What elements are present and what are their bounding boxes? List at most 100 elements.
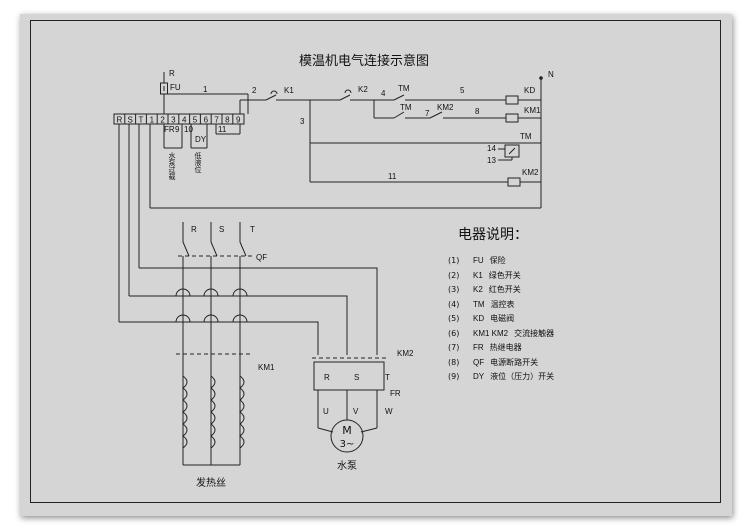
label-km1-coil: KM1	[524, 106, 541, 115]
legend-item-code: DY	[473, 372, 485, 381]
terminal-label: 3	[171, 116, 176, 125]
legend-item: (8) QF 电源断路开关	[448, 356, 554, 371]
legend-item-number: (6)	[448, 328, 460, 338]
legend-item-code: FR	[473, 343, 484, 352]
terminal-label: T	[139, 116, 144, 125]
note-pump-overload: 水泵过载	[168, 151, 176, 181]
legend-item-code: K2	[473, 285, 483, 294]
legend-item: (6) KM1 KM2 交流接触器	[448, 327, 554, 342]
legend-item: (4) TM 温控表	[448, 298, 554, 313]
legend-item-desc: 电源断路开关	[490, 357, 539, 367]
legend-item-number: (5)	[448, 314, 460, 323]
legend-item-desc: 交流接触器	[514, 328, 555, 338]
contact-km2	[429, 111, 443, 119]
terminal-label: 6	[204, 116, 209, 125]
heater-coil-3	[239, 375, 245, 449]
legend-item: (2) K1 绿色开关	[448, 269, 554, 284]
legend-item-number: (1)	[448, 256, 460, 265]
wire-2: 2	[252, 86, 257, 95]
legend-item-desc: 温控表	[490, 299, 515, 309]
pump-motor	[330, 419, 364, 453]
label-fu: FU	[170, 83, 181, 92]
label-tm: TM	[398, 84, 410, 93]
label-fr: FR	[390, 389, 401, 398]
label-motor-phase: 3~	[340, 439, 355, 450]
contact-tm-2	[393, 111, 405, 119]
power-circuit: R S T QF KM1 发热丝 KM2 R S T FR	[118, 124, 414, 489]
label-v: V	[353, 407, 359, 416]
legend-item: (9) DY 液位（压力）开关	[448, 370, 554, 385]
terminal-label: 1	[150, 116, 155, 125]
legend-item-number: (8)	[448, 357, 460, 367]
label-km2-contact: KM2	[437, 103, 454, 112]
wire-4: 4	[381, 89, 386, 98]
switch-k2	[339, 89, 352, 101]
legend-item-desc: 绿色开关	[488, 270, 521, 280]
overload-fr	[313, 361, 385, 391]
wire-3: 3	[300, 117, 305, 126]
label-power-t: T	[250, 225, 255, 234]
contact-tm	[393, 94, 405, 101]
legend-item-desc: 保险	[489, 256, 506, 265]
label-heater: 发热丝	[196, 476, 226, 489]
terminal-10: 10	[184, 125, 193, 134]
legend-item-number: (9)	[448, 372, 460, 381]
coil-kd	[505, 95, 519, 105]
terminal-label: S	[128, 116, 133, 125]
breaker-qf	[182, 241, 247, 257]
terminal-connections: FR 9 10 DY 11 水泵过载 低液位	[163, 124, 241, 181]
legend-item-number: (4)	[448, 299, 460, 309]
label-qf: QF	[256, 253, 267, 262]
label-w: W	[385, 407, 393, 416]
label-n: N	[548, 70, 554, 79]
switch-k1	[266, 91, 283, 100]
legend-item-desc: 液位（压力）开关	[490, 372, 555, 381]
legend-item-number: (3)	[448, 285, 460, 294]
label-fr-small: FR	[164, 125, 175, 134]
wire-5: 5	[460, 86, 465, 95]
label-r: R	[169, 69, 175, 78]
terminal-label: 7	[214, 116, 219, 125]
label-kd: KD	[524, 86, 535, 95]
terminal-label: 2	[160, 116, 165, 125]
label-km2: KM2	[397, 349, 414, 358]
label-motor-r: R	[324, 373, 330, 382]
terminal-14: 14	[487, 144, 496, 153]
legend-item-desc: 电磁阀	[490, 314, 515, 323]
legend-heading: 电器说明：	[458, 227, 528, 243]
label-km2-coil: KM2	[522, 168, 539, 177]
label-pump: 水泵	[337, 460, 357, 472]
label-tm-coil: TM	[520, 132, 532, 141]
wire-11b: 11	[218, 125, 227, 134]
label-motor-t: T	[385, 373, 390, 382]
label-k1: K1	[284, 86, 294, 95]
legend-item-code: K1	[473, 270, 483, 280]
legend-item-desc: 热继电器	[489, 343, 522, 352]
drawing-frame	[30, 20, 721, 503]
label-motor-s: S	[354, 373, 359, 382]
legend-item-number: (2)	[448, 270, 460, 280]
label-k2: K2	[358, 85, 368, 94]
label-dy: DY	[195, 135, 207, 144]
label-power-s: S	[219, 225, 224, 234]
coil-km2	[507, 177, 521, 187]
coil-km1	[505, 113, 519, 123]
control-circuit: R FU 1 2 K1 K2 3 4 TM 5 KD	[149, 69, 554, 209]
heater-coil-2	[210, 375, 216, 449]
legend-item-code: KM1 KM2	[473, 328, 509, 338]
label-u: U	[323, 407, 329, 416]
terminal-label: 8	[225, 116, 230, 125]
terminal-label: 5	[193, 116, 198, 125]
diagram-title: 模温机电气连接示意图	[299, 53, 429, 69]
legend-item-code: TM	[473, 299, 485, 309]
terminal-label: 9	[236, 116, 241, 125]
label-motor-m: M	[342, 424, 352, 437]
legend-item-code: QF	[473, 357, 485, 367]
note-low-level: 低液位	[194, 151, 202, 173]
